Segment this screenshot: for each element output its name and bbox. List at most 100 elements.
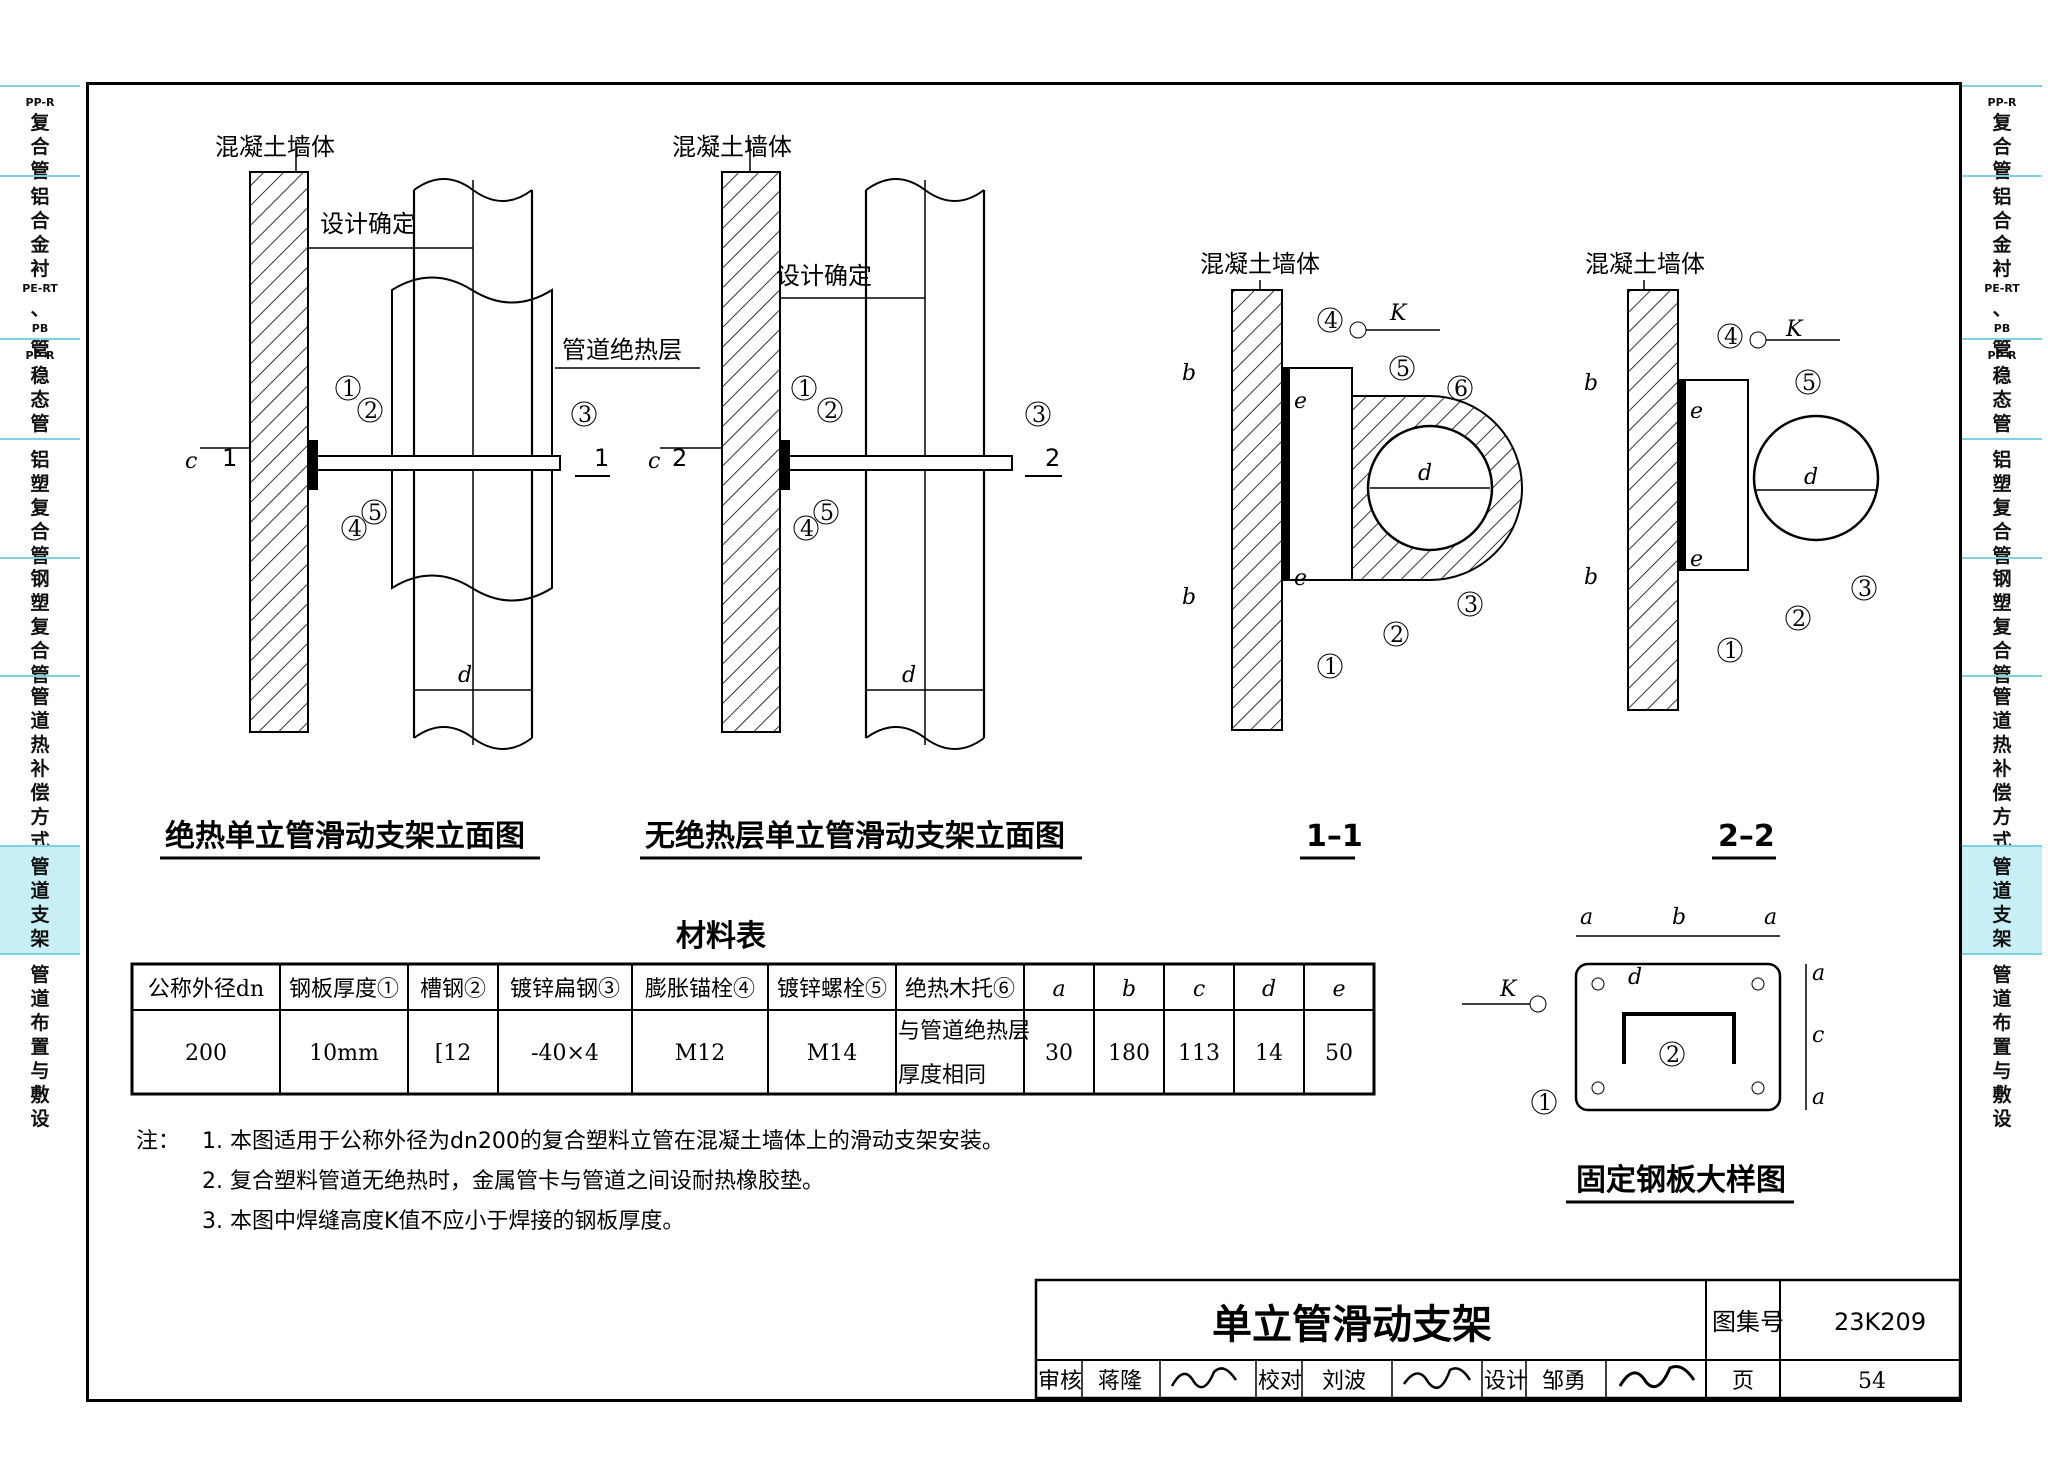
chapter-tab-label: 合	[1992, 210, 2012, 232]
chapter-tab-label: 稳	[30, 365, 50, 387]
dim-a-right: a	[1764, 905, 1777, 930]
svg-text:4: 4	[800, 517, 814, 542]
svg-text:1: 1	[342, 377, 356, 402]
table-cell: M14	[807, 1041, 858, 1066]
chapter-tab-label: 合	[30, 640, 50, 662]
table-header-cell: d	[1262, 977, 1276, 1002]
chapter-tab-label: 衬	[1992, 258, 2012, 280]
chapter-tab-label: 复	[1992, 616, 2012, 638]
chapter-tab[interactable]: 管道热补偿方式	[1962, 675, 2042, 852]
chapter-tab-label: 与	[30, 1060, 50, 1082]
chapter-tab[interactable]: 管道布置与敷设	[1962, 953, 2042, 1293]
checker-name: 刘波	[1322, 1369, 1366, 1394]
chapter-tab-label: 复	[30, 616, 50, 638]
caption-view1: 绝热单立管滑动支架立面图	[165, 819, 525, 854]
dim-a-top: a	[1812, 961, 1825, 986]
chapter-tab-label: 置	[1992, 1036, 2012, 1058]
chapter-tab-label: 热	[1992, 734, 2012, 756]
callouts-sec22: 4 5 3 2 1	[1717, 323, 1877, 664]
chapter-tab[interactable]: 管道支架	[0, 845, 80, 953]
chapter-tab-label: PB	[1993, 322, 2011, 335]
notes: 注： 1. 本图适用于公称外径为dn200的复合塑料立管在混凝土墙体上的滑动支架…	[136, 1129, 1004, 1234]
table-header-cell: 镀锌扁钢③	[510, 977, 620, 1002]
table-cell: [12	[435, 1041, 472, 1066]
section-mark-1-right: 1	[594, 444, 609, 472]
chapter-tab-label: PP-R	[25, 96, 55, 109]
chapter-tab[interactable]: 钢塑复合管	[1962, 557, 2042, 686]
section-mark-2-right: 2	[1045, 444, 1060, 472]
dn-label-3: d	[1418, 461, 1432, 486]
chapter-tab-label: 管	[1992, 686, 2012, 708]
chapter-tab[interactable]: 管道支架	[1962, 845, 2042, 953]
wall-label-3: 混凝土墙体	[1200, 250, 1320, 278]
table-header-cell: c	[1193, 977, 1205, 1002]
notes-label: 注：	[136, 1129, 180, 1154]
table-cell: 10mm	[309, 1041, 379, 1066]
chapter-tab-label: 架	[1992, 928, 2012, 950]
chapter-tab[interactable]: 铝塑复合管	[1962, 438, 2042, 567]
chapter-tab-label: 管	[1992, 338, 2012, 360]
chapter-tab-label: 合	[1992, 521, 2012, 543]
dim-b-plate: b	[1672, 905, 1686, 930]
dim-e-bottom: e	[1294, 566, 1307, 591]
caption-plate: 固定钢板大样图	[1576, 1163, 1786, 1198]
pipe-insulation	[391, 276, 553, 602]
chapter-tab[interactable]: 管道布置与敷设	[0, 953, 80, 1293]
chapter-tab-label: 与	[1992, 1060, 2012, 1082]
concrete-wall	[249, 171, 309, 733]
chapter-tab[interactable]: 管道热补偿方式	[0, 675, 80, 852]
chapter-tab[interactable]: 铝塑复合管	[0, 438, 80, 567]
atlas-number: 23K209	[1834, 1308, 1926, 1336]
chapter-tab-label: PE-RT	[1984, 282, 2020, 295]
dim-b-bottom: b	[1182, 585, 1196, 610]
svg-text:1: 1	[1724, 639, 1738, 664]
view-insulated-elevation: 混凝土墙体 设计确定 管道绝热层 c 1 1 1 2 3 4 5 d 绝热	[160, 133, 700, 860]
svg-text:5: 5	[820, 501, 834, 526]
note-1: 1. 本图适用于公称外径为dn200的复合塑料立管在混凝土墙体上的滑动支架安装。	[202, 1129, 1004, 1154]
chapter-tab-label: 复	[30, 497, 50, 519]
table-header-cell: 槽钢②	[420, 977, 486, 1002]
weld-k-3: K	[1499, 977, 1518, 1002]
chapter-tab-label: 架	[30, 928, 50, 950]
wall-label-4: 混凝土墙体	[1585, 250, 1705, 278]
chapter-tab-label: 铝	[1992, 449, 2012, 471]
caption-view2: 无绝热层单立管滑动支架立面图	[645, 819, 1065, 854]
chapter-tab-label: PE-RT	[22, 282, 58, 295]
concrete-wall-4	[1627, 289, 1679, 711]
dim-d-hole: d	[1628, 965, 1642, 990]
chapter-tab-label: 合	[30, 136, 50, 158]
atlas-label: 图集号	[1712, 1308, 1784, 1336]
dim-a-bottom: a	[1812, 1085, 1825, 1110]
table-header-cell: b	[1122, 977, 1136, 1002]
section-2-2: 混凝土墙体 d b b e e K 4 5 3 2 1 2–2	[1584, 250, 1880, 860]
table-cell: M12	[675, 1041, 726, 1066]
plate-detail: a b a a c a d K 1 2 固定钢板大样图	[1462, 905, 1825, 1204]
chapter-tab-label: 管	[30, 686, 50, 708]
chapter-tab-label: 管	[30, 545, 50, 567]
chapter-tab-label: 合	[30, 521, 50, 543]
dim-b-top-2: b	[1584, 371, 1598, 396]
svg-text:2: 2	[1390, 623, 1404, 648]
table-cell: 14	[1255, 1041, 1283, 1066]
steel-plate	[1574, 962, 1782, 1112]
table-cell: -40×4	[531, 1041, 599, 1066]
weld-k-2: K	[1785, 317, 1804, 342]
dim-b-top: b	[1182, 361, 1196, 386]
chapter-tab-label: 塑	[30, 592, 50, 614]
chapter-tab-label: 道	[30, 988, 50, 1010]
pipe-section-2	[1752, 414, 1880, 542]
callout-plate-2: 2	[1666, 1043, 1680, 1068]
dim-e-top: e	[1294, 389, 1307, 414]
chapter-tab-label: PB	[31, 322, 49, 335]
table-header-cell: a	[1052, 977, 1065, 1002]
